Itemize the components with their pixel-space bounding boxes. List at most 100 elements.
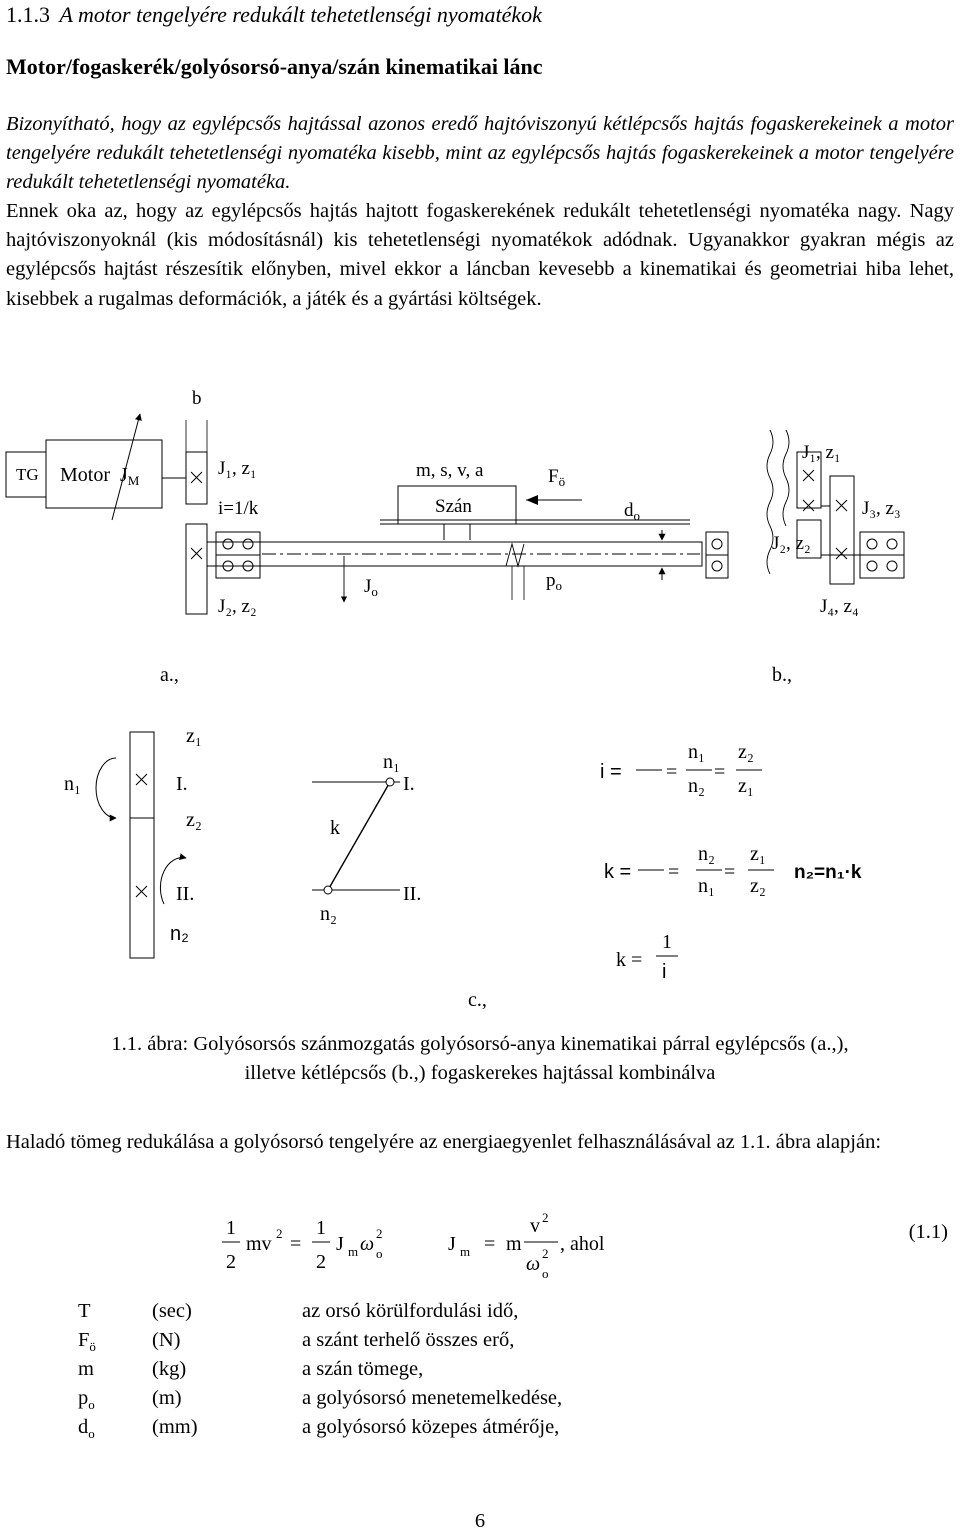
svg-text:k =: k = bbox=[604, 861, 631, 883]
bearing-right bbox=[705, 531, 729, 579]
gear-b4-label: J₄, z₄ bbox=[820, 596, 859, 617]
figure-part-a: TG Motor JM b J₁, z₁ i=1/k J₂, z₂ m bbox=[5, 388, 729, 686]
svg-text:n₁: n₁ bbox=[688, 741, 705, 763]
symbol-name: po bbox=[78, 1387, 95, 1413]
svg-text:z₁: z₁ bbox=[738, 775, 754, 797]
n2-result: n₂=n₁·k bbox=[794, 862, 862, 883]
svg-text:=: = bbox=[484, 1233, 495, 1255]
svg-text:m: m bbox=[460, 1244, 470, 1259]
c-roman2-mid: II. bbox=[403, 883, 421, 905]
caption-line-2: illetve kétlépcsős (b.,) fogaskerekes ha… bbox=[244, 1062, 716, 1084]
c-n1-mid: n₁ bbox=[383, 751, 400, 773]
lever-point-1 bbox=[385, 777, 395, 787]
c-n1-left: n₁ bbox=[64, 773, 81, 795]
gear-1-label: J₁, z₁ bbox=[218, 458, 257, 479]
svg-text:2: 2 bbox=[542, 1246, 549, 1261]
motor-box bbox=[45, 439, 163, 509]
gear-b1 bbox=[796, 451, 822, 509]
svg-text:1: 1 bbox=[226, 1217, 236, 1239]
svg-text:2: 2 bbox=[316, 1251, 326, 1273]
section-title: A motor tengelyére redukált tehetetlensé… bbox=[59, 2, 542, 27]
gear-b1-label: J₁, z₁ bbox=[802, 442, 841, 463]
figure-c-label: c., bbox=[468, 989, 487, 1011]
svg-text:=: = bbox=[714, 761, 725, 783]
section-number: 1.1.3 bbox=[6, 2, 50, 27]
slide-params-label: m, s, v, a bbox=[416, 460, 484, 481]
gear-2 bbox=[185, 523, 208, 615]
svg-text:n₂: n₂ bbox=[698, 843, 715, 865]
lever-line bbox=[327, 781, 391, 891]
svg-text:1: 1 bbox=[316, 1217, 326, 1239]
bearing-b bbox=[859, 531, 905, 579]
figure-part-c: n₁ z₁ I. z₂ II. n₂ n₁ I. k II. n₂ i = = … bbox=[64, 725, 862, 1011]
caption-line-1: 1.1. ábra: Golyósorsós szánmozgatás goly… bbox=[111, 1033, 849, 1055]
svg-text:, ahol: , ahol bbox=[560, 1233, 605, 1255]
figure-part-b: J₁, z₁ J₂, z₂ J₃, z₃ J₄, z₄ b., bbox=[766, 429, 905, 686]
c-n2-left: n₂ bbox=[170, 923, 189, 945]
equation-number: (1.1) bbox=[908, 1221, 948, 1243]
symbol-row: Fö(N)a szánt terhelő összes erő, bbox=[78, 1329, 562, 1358]
svg-text:n₁: n₁ bbox=[698, 875, 715, 897]
svg-text:n₂: n₂ bbox=[688, 775, 705, 797]
spindle-inertia-label: Jo bbox=[364, 576, 378, 599]
bearing-left bbox=[215, 531, 261, 579]
svg-text:v: v bbox=[530, 1215, 540, 1237]
symbol-unit: (kg) bbox=[152, 1358, 187, 1380]
gear-b3-label: J₃, z₃ bbox=[862, 498, 901, 519]
motor-arrow bbox=[111, 413, 142, 521]
ratio-k-formula: k = = n₂ n₁ = z₁ z₂ n₂=n₁·k bbox=[604, 843, 862, 897]
symbol-row: po (m) a golyósorsó menetemelkedése, bbox=[78, 1387, 562, 1416]
symbol-description: az orsó körülfordulási idő, bbox=[302, 1300, 519, 1322]
svg-text:m: m bbox=[506, 1233, 522, 1255]
c-z2-left: z₂ bbox=[186, 809, 202, 831]
figure-b-label: b., bbox=[772, 664, 792, 686]
c-roman1-left: I. bbox=[176, 773, 188, 795]
paragraph-2: Ennek oka az, hogy az egylépcsős hajtás … bbox=[6, 200, 954, 310]
tg-label: TG bbox=[16, 465, 39, 484]
symbol-unit: (N) bbox=[152, 1329, 181, 1351]
svg-text:2: 2 bbox=[542, 1210, 549, 1225]
symbol-table: T (sec) az orsó körülfordulási idő, Fö(N)a … bbox=[78, 1300, 562, 1445]
figure-caption: 1.1. ábra: Golyósorsós szánmozgatás goly… bbox=[0, 1030, 960, 1088]
force-label: Fö bbox=[548, 466, 565, 489]
svg-text:o: o bbox=[542, 1266, 549, 1281]
lever-point-2 bbox=[323, 885, 333, 895]
symbol-row: m (kg) a szán tömege, bbox=[78, 1358, 562, 1387]
figure-a-label: a., bbox=[160, 664, 179, 686]
symbol-name: T bbox=[78, 1300, 91, 1322]
svg-text:2: 2 bbox=[226, 1251, 236, 1273]
symbol-description: a golyósorsó közepes átmérője, bbox=[302, 1416, 560, 1438]
svg-text:m: m bbox=[348, 1244, 358, 1259]
symbol-name: m bbox=[78, 1358, 94, 1380]
c-n2-mid: n₂ bbox=[320, 903, 337, 925]
energy-equation: 1 2 mv 2 = 1 2 J m ω 2 o J m = m v 2 ω 2… bbox=[222, 1210, 605, 1281]
width-label-b: b bbox=[192, 388, 202, 409]
svg-text:z₂: z₂ bbox=[750, 875, 766, 897]
symbol-unit: (sec) bbox=[152, 1300, 192, 1322]
slide-label: Szán bbox=[435, 496, 472, 517]
svg-text:i: i bbox=[662, 961, 666, 983]
svg-text:i =: i = bbox=[600, 761, 622, 783]
svg-text:k =: k = bbox=[616, 949, 642, 971]
svg-text:ω: ω bbox=[360, 1233, 374, 1255]
gear-1 bbox=[185, 451, 208, 505]
page-number: 6 bbox=[474, 1510, 486, 1532]
section-heading: 1.1.3 A motor tengelyére redukált tehete… bbox=[6, 2, 542, 28]
symbol-unit: (mm) bbox=[152, 1416, 198, 1438]
symbol-description: a golyósorsó menetemelkedése, bbox=[302, 1387, 563, 1409]
symbol-unit: (m) bbox=[152, 1387, 182, 1409]
symbol-description: a szán tömege, bbox=[302, 1358, 424, 1380]
gear-b3 bbox=[829, 475, 855, 585]
gear-2-label: J₂, z₂ bbox=[218, 596, 257, 617]
symbol-row: do(mm)a golyósorsó közepes átmérője, bbox=[78, 1416, 562, 1445]
kinematic-figure: TG Motor JM b J₁, z₁ i=1/k J₂, z₂ m bbox=[5, 388, 905, 1011]
svg-text:2: 2 bbox=[376, 1226, 383, 1241]
ratio-i-formula: i = = n₁ n₂ = z₂ z₁ bbox=[600, 741, 762, 797]
pitch-label: po bbox=[546, 570, 562, 593]
c-roman2-left: II. bbox=[176, 883, 194, 905]
gear-b2 bbox=[796, 519, 822, 559]
svg-text:=: = bbox=[666, 761, 677, 783]
section-subheading: Motor/fogaskerék/golyósorsó-anya/szán ki… bbox=[6, 54, 543, 79]
svg-text:=: = bbox=[724, 861, 735, 883]
ratio-label: i=1/k bbox=[218, 498, 259, 519]
